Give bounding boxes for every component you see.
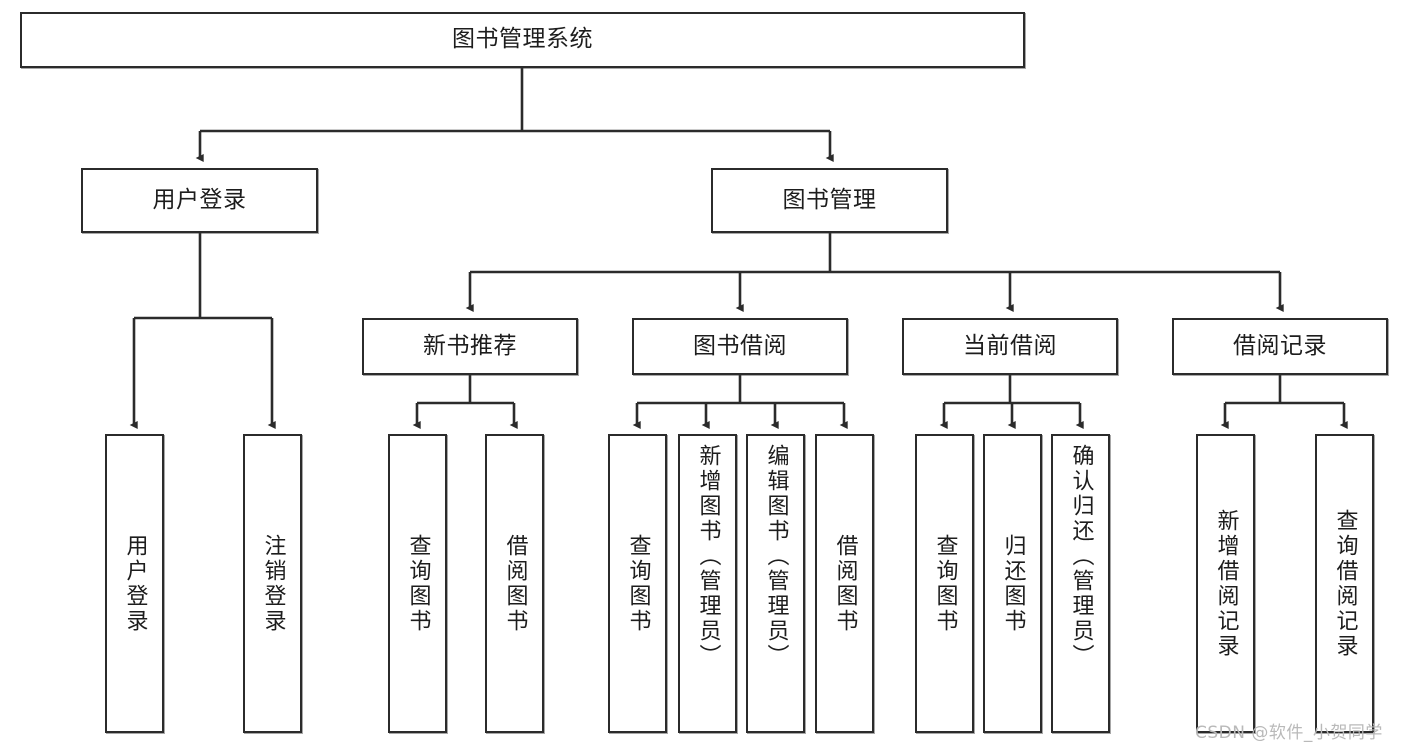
leaf-current-confirm-return-admin[interactable]: 确认归还（管理员） [1051,434,1110,733]
node-label: 用户登录 [152,186,247,213]
leaf-borrow-add-book-admin[interactable]: 新增图书（管理员） [678,434,737,733]
node-book-borrow[interactable]: 图书借阅 [632,318,848,375]
node-new-book-recommend[interactable]: 新书推荐 [362,318,578,375]
leaf-current-query-book[interactable]: 查询图书 [915,434,974,733]
node-book-management[interactable]: 图书管理 [711,168,948,233]
node-label: 编辑图书（管理员） [763,444,789,669]
leaf-borrow-query-book[interactable]: 查询图书 [608,434,667,733]
node-user-login[interactable]: 用户登录 [81,168,318,233]
node-label: 借阅记录 [1233,332,1327,359]
node-borrow-record[interactable]: 借阅记录 [1172,318,1388,375]
node-label: 用户登录 [122,533,148,634]
node-label: 图书借阅 [693,332,787,359]
node-label: 查询图书 [405,533,431,634]
node-label: 图书管理 [782,186,877,213]
leaf-current-return-book[interactable]: 归还图书 [983,434,1042,733]
node-label: 查询借阅记录 [1332,508,1358,659]
leaf-recommend-query-book[interactable]: 查询图书 [388,434,447,733]
node-label: 当前借阅 [963,332,1057,359]
node-label: 图书管理系统 [452,26,593,53]
node-label: 新增图书（管理员） [695,444,721,669]
leaf-borrow-edit-book-admin[interactable]: 编辑图书（管理员） [746,434,805,733]
node-label: 查询图书 [932,533,958,634]
node-current-borrow[interactable]: 当前借阅 [902,318,1118,375]
node-label: 借阅图书 [832,533,858,634]
leaf-record-query-record[interactable]: 查询借阅记录 [1315,434,1374,733]
csdn-watermark: CSDN @软件_小贺同学 [1195,723,1383,743]
node-label: 查询图书 [625,533,651,634]
node-label: 注销登录 [260,533,286,634]
leaf-user-login-logout[interactable]: 注销登录 [243,434,302,733]
node-label: 确认归还（管理员） [1068,444,1094,669]
leaf-recommend-borrow-book[interactable]: 借阅图书 [485,434,544,733]
node-root-system[interactable]: 图书管理系统 [20,12,1025,68]
leaf-record-add-record[interactable]: 新增借阅记录 [1196,434,1255,733]
node-label: 新书推荐 [423,332,517,359]
leaf-user-login-login[interactable]: 用户登录 [105,434,164,733]
node-label: 借阅图书 [502,533,528,634]
node-label: 新增借阅记录 [1213,508,1239,659]
node-label: 归还图书 [1000,533,1026,634]
leaf-borrow-borrow-book[interactable]: 借阅图书 [815,434,874,733]
